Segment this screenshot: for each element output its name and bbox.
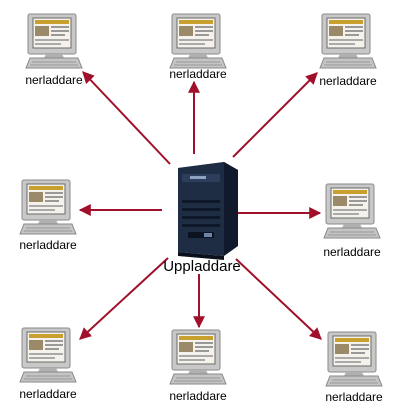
client-label: nerladdare <box>169 389 227 403</box>
client-top-left: nerladdare <box>22 12 86 87</box>
computer-monitor-icon <box>169 329 227 385</box>
client-label: nerladdare <box>325 390 383 404</box>
client-top-center: nerladdare <box>166 12 230 82</box>
server <box>164 160 240 260</box>
client-middle-right: nerladdare <box>320 182 384 259</box>
client-bottom-left: nerladdare <box>16 326 80 401</box>
arrow-to-client-bottom-left <box>79 257 169 340</box>
server-label: Uppladdare <box>163 258 241 275</box>
client-bottom-center: nerladdare <box>166 328 230 403</box>
client-label: nerladdare <box>25 73 83 87</box>
client-label: nerladdare <box>19 387 77 401</box>
computer-monitor-icon <box>325 331 383 387</box>
client-bottom-right: nerladdare <box>322 330 386 404</box>
server-tower-icon <box>178 162 238 260</box>
client-label: nerladdare <box>169 67 227 81</box>
computer-monitor-icon <box>169 13 227 69</box>
computer-monitor-icon <box>19 179 77 235</box>
computer-monitor-icon <box>25 13 83 69</box>
arrow-to-client-top-left <box>82 71 171 165</box>
computer-monitor-icon <box>323 183 381 239</box>
computer-monitor-icon <box>19 327 77 383</box>
client-label: nerladdare <box>323 245 381 259</box>
client-top-right: nerladdare <box>316 12 380 88</box>
client-middle-left: nerladdare <box>16 178 80 252</box>
computer-monitor-icon <box>319 13 377 69</box>
client-label: nerladdare <box>319 74 377 88</box>
client-label: nerladdare <box>19 238 77 252</box>
arrow-to-client-top-right <box>232 72 318 158</box>
arrow-to-client-bottom-right <box>235 258 322 340</box>
